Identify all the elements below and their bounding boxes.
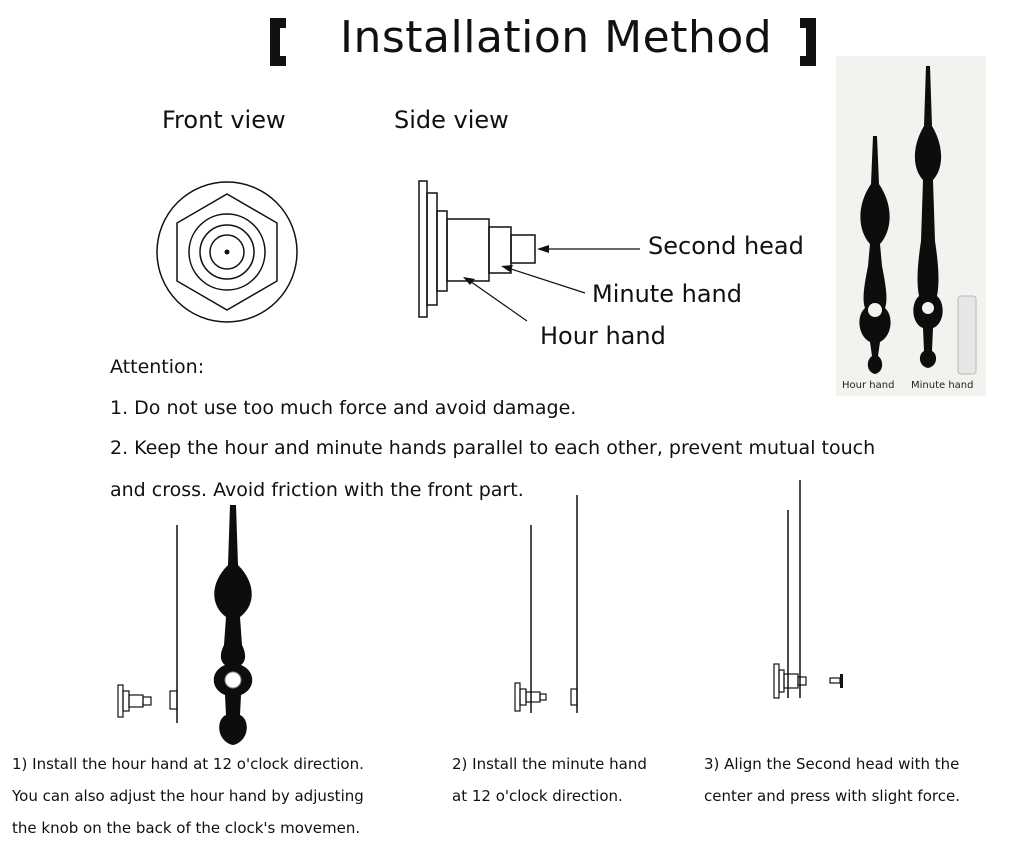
page-title: Installation Method — [0, 8, 1021, 68]
right-bracket — [800, 18, 816, 66]
step3-second-head — [829, 677, 841, 684]
photo-minute-hand — [913, 66, 943, 368]
step1-line-2: You can also adjust the hour hand by adj… — [12, 787, 364, 805]
side-view-label: Side view — [394, 106, 509, 134]
front-ring-1 — [188, 213, 266, 291]
side-view-diagram — [418, 180, 640, 322]
attention-heading: Attention: — [110, 356, 205, 378]
front-ring-2 — [199, 224, 255, 280]
photo-hour-hand — [859, 136, 891, 374]
arrow-hour — [466, 278, 528, 322]
step1-caption: 1) Install the hour hand at 12 o'clock d… — [12, 748, 364, 844]
photo-second-head — [957, 295, 977, 375]
second-head-label: Second head — [648, 232, 804, 260]
photo-minute-label: Minute hand — [911, 380, 974, 391]
step2-diagram — [514, 495, 578, 713]
arrow-minute — [504, 266, 586, 294]
attention-line-3: and cross. Avoid friction with the front… — [110, 479, 524, 501]
side-plate-2 — [426, 192, 438, 306]
minute-hand-label: Minute hand — [592, 280, 742, 308]
photo-hour-label: Hour hand — [842, 380, 895, 391]
left-bracket — [270, 18, 286, 66]
product-hands-illustration — [859, 66, 977, 375]
front-center-dot — [224, 249, 230, 255]
side-plate-3 — [436, 210, 448, 292]
front-view-diagram — [156, 181, 298, 323]
attention-line-1: 1. Do not use too much force and avoid d… — [110, 397, 577, 419]
side-hour-tube — [446, 218, 490, 282]
step2-line-1: 2) Install the minute hand — [452, 755, 647, 773]
front-hex-nut — [176, 193, 278, 311]
step3-line-1: 3) Align the Second head with the — [704, 755, 960, 773]
attention-line-2: 2. Keep the hour and minute hands parall… — [110, 437, 876, 459]
step1-diagram — [117, 505, 253, 745]
step3-line-2: center and press with slight force. — [704, 787, 960, 805]
step2-caption: 2) Install the minute hand at 12 o'clock… — [452, 748, 647, 812]
side-back-plate — [418, 180, 428, 318]
hour-hand-label: Hour hand — [540, 322, 666, 350]
front-ring-3 — [209, 234, 245, 270]
step1-hour-hand — [213, 505, 253, 745]
title-text: Installation Method — [340, 12, 773, 63]
step1-line-3: the knob on the back of the clock's move… — [12, 819, 361, 837]
step1-line-1: 1) Install the hour hand at 12 o'clock d… — [12, 755, 364, 773]
step3-caption: 3) Align the Second head with the center… — [704, 748, 960, 812]
side-second-head — [510, 234, 536, 264]
step2-line-2: at 12 o'clock direction. — [452, 787, 623, 805]
front-view-label: Front view — [162, 106, 286, 134]
step3-diagram — [773, 480, 843, 699]
front-outer-ring — [156, 181, 298, 323]
